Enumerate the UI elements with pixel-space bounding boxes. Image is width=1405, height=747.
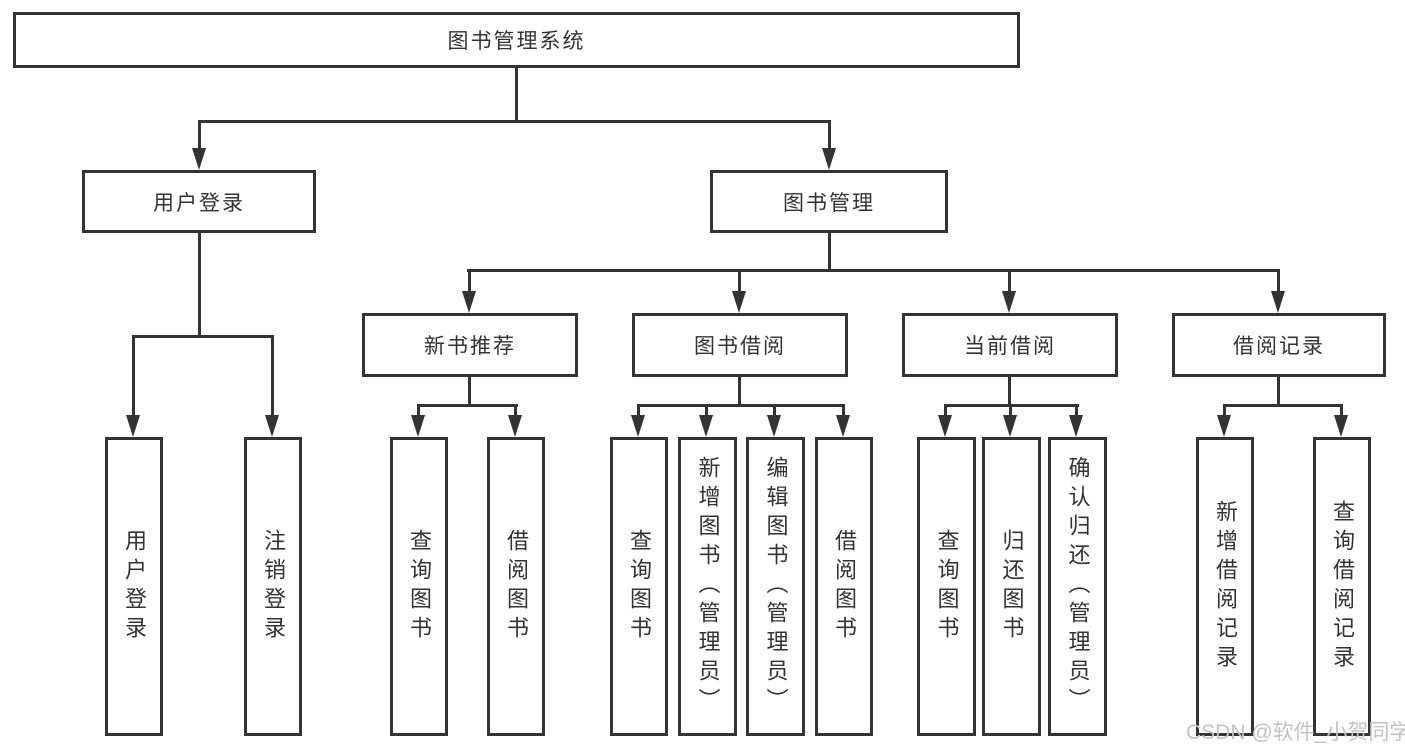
node-new-book-recommend-label: 新书推荐 [424,335,516,358]
connector-drop-book-borrow [738,269,741,294]
leaf-edit-books-admin-label: 编辑图书（管理员） [763,456,789,717]
node-book-borrow-label: 图书借阅 [694,335,786,358]
connector-drop-borrow-records [1277,269,1280,294]
arrowhead-confirm-return [1069,415,1083,437]
connector-stem-user-login [198,233,201,337]
leaf-user-login-label: 用户登录 [122,528,147,645]
connector-stem-book-management [828,233,831,271]
leaf-add-borrow-record-label: 新增借阅记录 [1213,499,1238,674]
connector-drop-edit-books [773,404,776,418]
connector-drop-book-management [828,120,831,151]
leaf-user-login: 用户登录 [105,437,163,736]
leaf-return-books-label: 归还图书 [999,528,1025,645]
leaf-return-books: 归还图书 [982,437,1041,736]
node-user-login-label: 用户登录 [153,191,245,215]
leaf-edit-books-admin: 编辑图书（管理员） [746,437,805,736]
connector-rail-book-management [467,269,1279,272]
connector-rail-user-login [132,335,274,338]
leaf-query-borrow-record-label: 查询借阅记录 [1330,499,1355,674]
node-borrow-records-label: 借阅记录 [1233,335,1325,358]
leaf-query-books-current: 查询图书 [917,437,976,736]
leaf-add-books-admin: 新增图书（管理员） [678,437,737,736]
connector-rail-new-book-recommend [417,404,518,407]
node-book-management-label: 图书管理 [783,191,875,215]
connector-drop-query-books-c [944,404,947,418]
arrowhead-user-login [192,148,206,170]
arrowhead-return-books [1003,415,1017,437]
node-user-login: 用户登录 [82,170,316,233]
connector-drop-confirm-return [1075,404,1078,418]
connector-drop-query-books-a [417,404,420,418]
arrowhead-query-books-a [411,415,425,437]
connector-drop-user-login [198,120,201,151]
leaf-logout: 注销登录 [244,437,302,736]
arrowhead-borrow-books-a [508,415,522,437]
arrowhead-edit-books [767,415,781,437]
arrowhead-new-book-recommend [462,291,476,313]
node-new-book-recommend: 新书推荐 [362,313,578,377]
arrowhead-book-management [822,148,836,170]
connector-drop-query-books-b [637,404,640,418]
connector-drop-leaf-user-login [132,335,135,418]
connector-drop-borrow-books-b [842,404,845,418]
connector-stem-new-book-recommend [468,377,471,406]
leaf-borrow-books-recommend: 借阅图书 [487,437,545,736]
connector-rail-current-borrow [945,404,1079,407]
connector-rail-root [198,120,831,123]
arrowhead-leaf-user-login [126,415,140,437]
arrowhead-borrow-books-b [836,415,850,437]
arrowhead-add-record [1217,415,1231,437]
connector-drop-add-books [705,404,708,418]
leaf-confirm-return-admin-label: 确认归还（管理员） [1065,456,1091,717]
arrowhead-query-books-c [938,415,952,437]
connector-drop-new-book-recommend [468,269,471,294]
connector-rail-book-borrow [637,404,845,407]
node-current-borrow-label: 当前借阅 [964,335,1056,358]
watermark: CSDN @软件_小贺同学 [1186,721,1405,744]
arrowhead-query-books-b [631,415,645,437]
leaf-confirm-return-admin: 确认归还（管理员） [1048,437,1107,736]
leaf-query-books-borrow-label: 查询图书 [627,528,652,645]
leaf-query-borrow-record: 查询借阅记录 [1313,437,1371,736]
connector-drop-current-borrow [1008,269,1011,294]
arrowhead-leaf-logout [265,415,279,437]
leaf-add-books-admin-label: 新增图书（管理员） [695,456,721,717]
arrowhead-add-books [699,415,713,437]
connector-drop-return-books [1009,404,1012,418]
leaf-logout-label: 注销登录 [261,528,286,645]
arrowhead-borrow-records [1271,291,1285,313]
leaf-query-books-borrow: 查询图书 [610,437,668,736]
connector-drop-query-record [1340,404,1343,418]
connector-stem-current-borrow [1008,377,1011,406]
connector-stem-book-borrow [738,377,741,406]
leaf-query-books-recommend-label: 查询图书 [407,528,432,645]
node-book-management: 图书管理 [710,170,948,233]
connector-drop-add-record [1223,404,1226,418]
connector-stem-borrow-records [1277,377,1280,406]
arrowhead-current-borrow [1002,291,1016,313]
leaf-add-borrow-record: 新增借阅记录 [1196,437,1254,736]
node-current-borrow: 当前借阅 [902,313,1118,377]
connector-drop-leaf-logout [271,335,274,418]
node-book-borrow: 图书借阅 [632,313,848,377]
connector-drop-borrow-books-a [514,404,517,418]
arrowhead-query-record [1334,415,1348,437]
leaf-borrow-books-borrow: 借阅图书 [815,437,873,736]
node-borrow-records: 借阅记录 [1172,313,1386,377]
arrowhead-book-borrow [732,291,746,313]
node-root-label: 图书管理系统 [447,30,586,53]
connector-rail-borrow-records [1223,404,1343,407]
connector-stem-root [515,68,518,122]
node-root-library-system: 图书管理系统 [13,12,1020,68]
leaf-borrow-books-recommend-label: 借阅图书 [504,528,529,645]
leaf-borrow-books-borrow-label: 借阅图书 [832,528,857,645]
leaf-query-books-recommend: 查询图书 [390,437,448,736]
leaf-query-books-current-label: 查询图书 [934,528,960,645]
